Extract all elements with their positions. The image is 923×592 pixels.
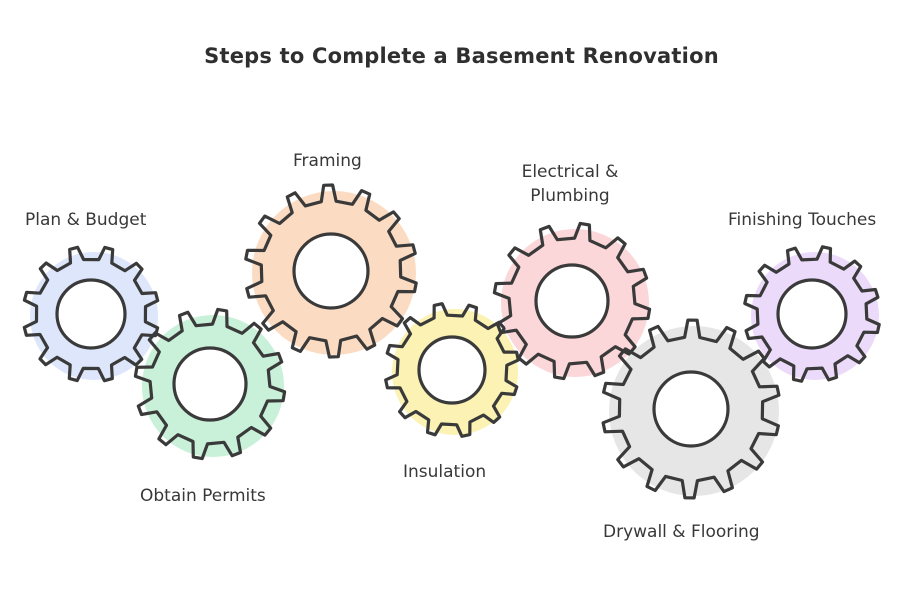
gear-outline-insulation [384, 302, 520, 438]
gear-hole-framing [292, 232, 370, 310]
gear-hole-drywall-flooring [652, 370, 730, 448]
label-insulation: Insulation [403, 462, 487, 482]
label-electrical-plumbing: Electrical & Plumbing [521, 162, 619, 206]
gear-finishing-touches [743, 245, 881, 383]
gear-obtain-permits [133, 307, 287, 461]
gear-hole-finishing-touches [776, 278, 848, 350]
gear-drywall-flooring [601, 318, 781, 500]
gear-outline-framing [244, 183, 418, 359]
gear-outline-plan-budget [22, 245, 160, 383]
gear-hole-insulation [417, 335, 487, 405]
gear-electrical-plumbing [492, 221, 652, 381]
label-framing: Framing [293, 151, 362, 171]
label-plan-budget: Plan & Budget [25, 210, 147, 230]
label-obtain-permits: Obtain Permits [140, 486, 266, 506]
gear-hole-plan-budget [55, 278, 127, 350]
gear-outline-electrical-plumbing [492, 221, 652, 381]
gear-framing [244, 183, 418, 359]
gear-outline-drywall-flooring [601, 318, 781, 500]
gear-insulation [384, 302, 520, 438]
gear-outline-finishing-touches [743, 245, 881, 383]
label-finishing-touches: Finishing Touches [728, 210, 877, 230]
gear-hole-obtain-permits [172, 346, 248, 422]
label-drywall-flooring: Drywall & Flooring [603, 522, 760, 542]
gear-outline-obtain-permits [133, 307, 287, 461]
gear-plan-budget [22, 245, 160, 383]
gear-hole-electrical-plumbing [534, 263, 610, 339]
diagram-title: Steps to Complete a Basement Renovation [204, 44, 719, 68]
